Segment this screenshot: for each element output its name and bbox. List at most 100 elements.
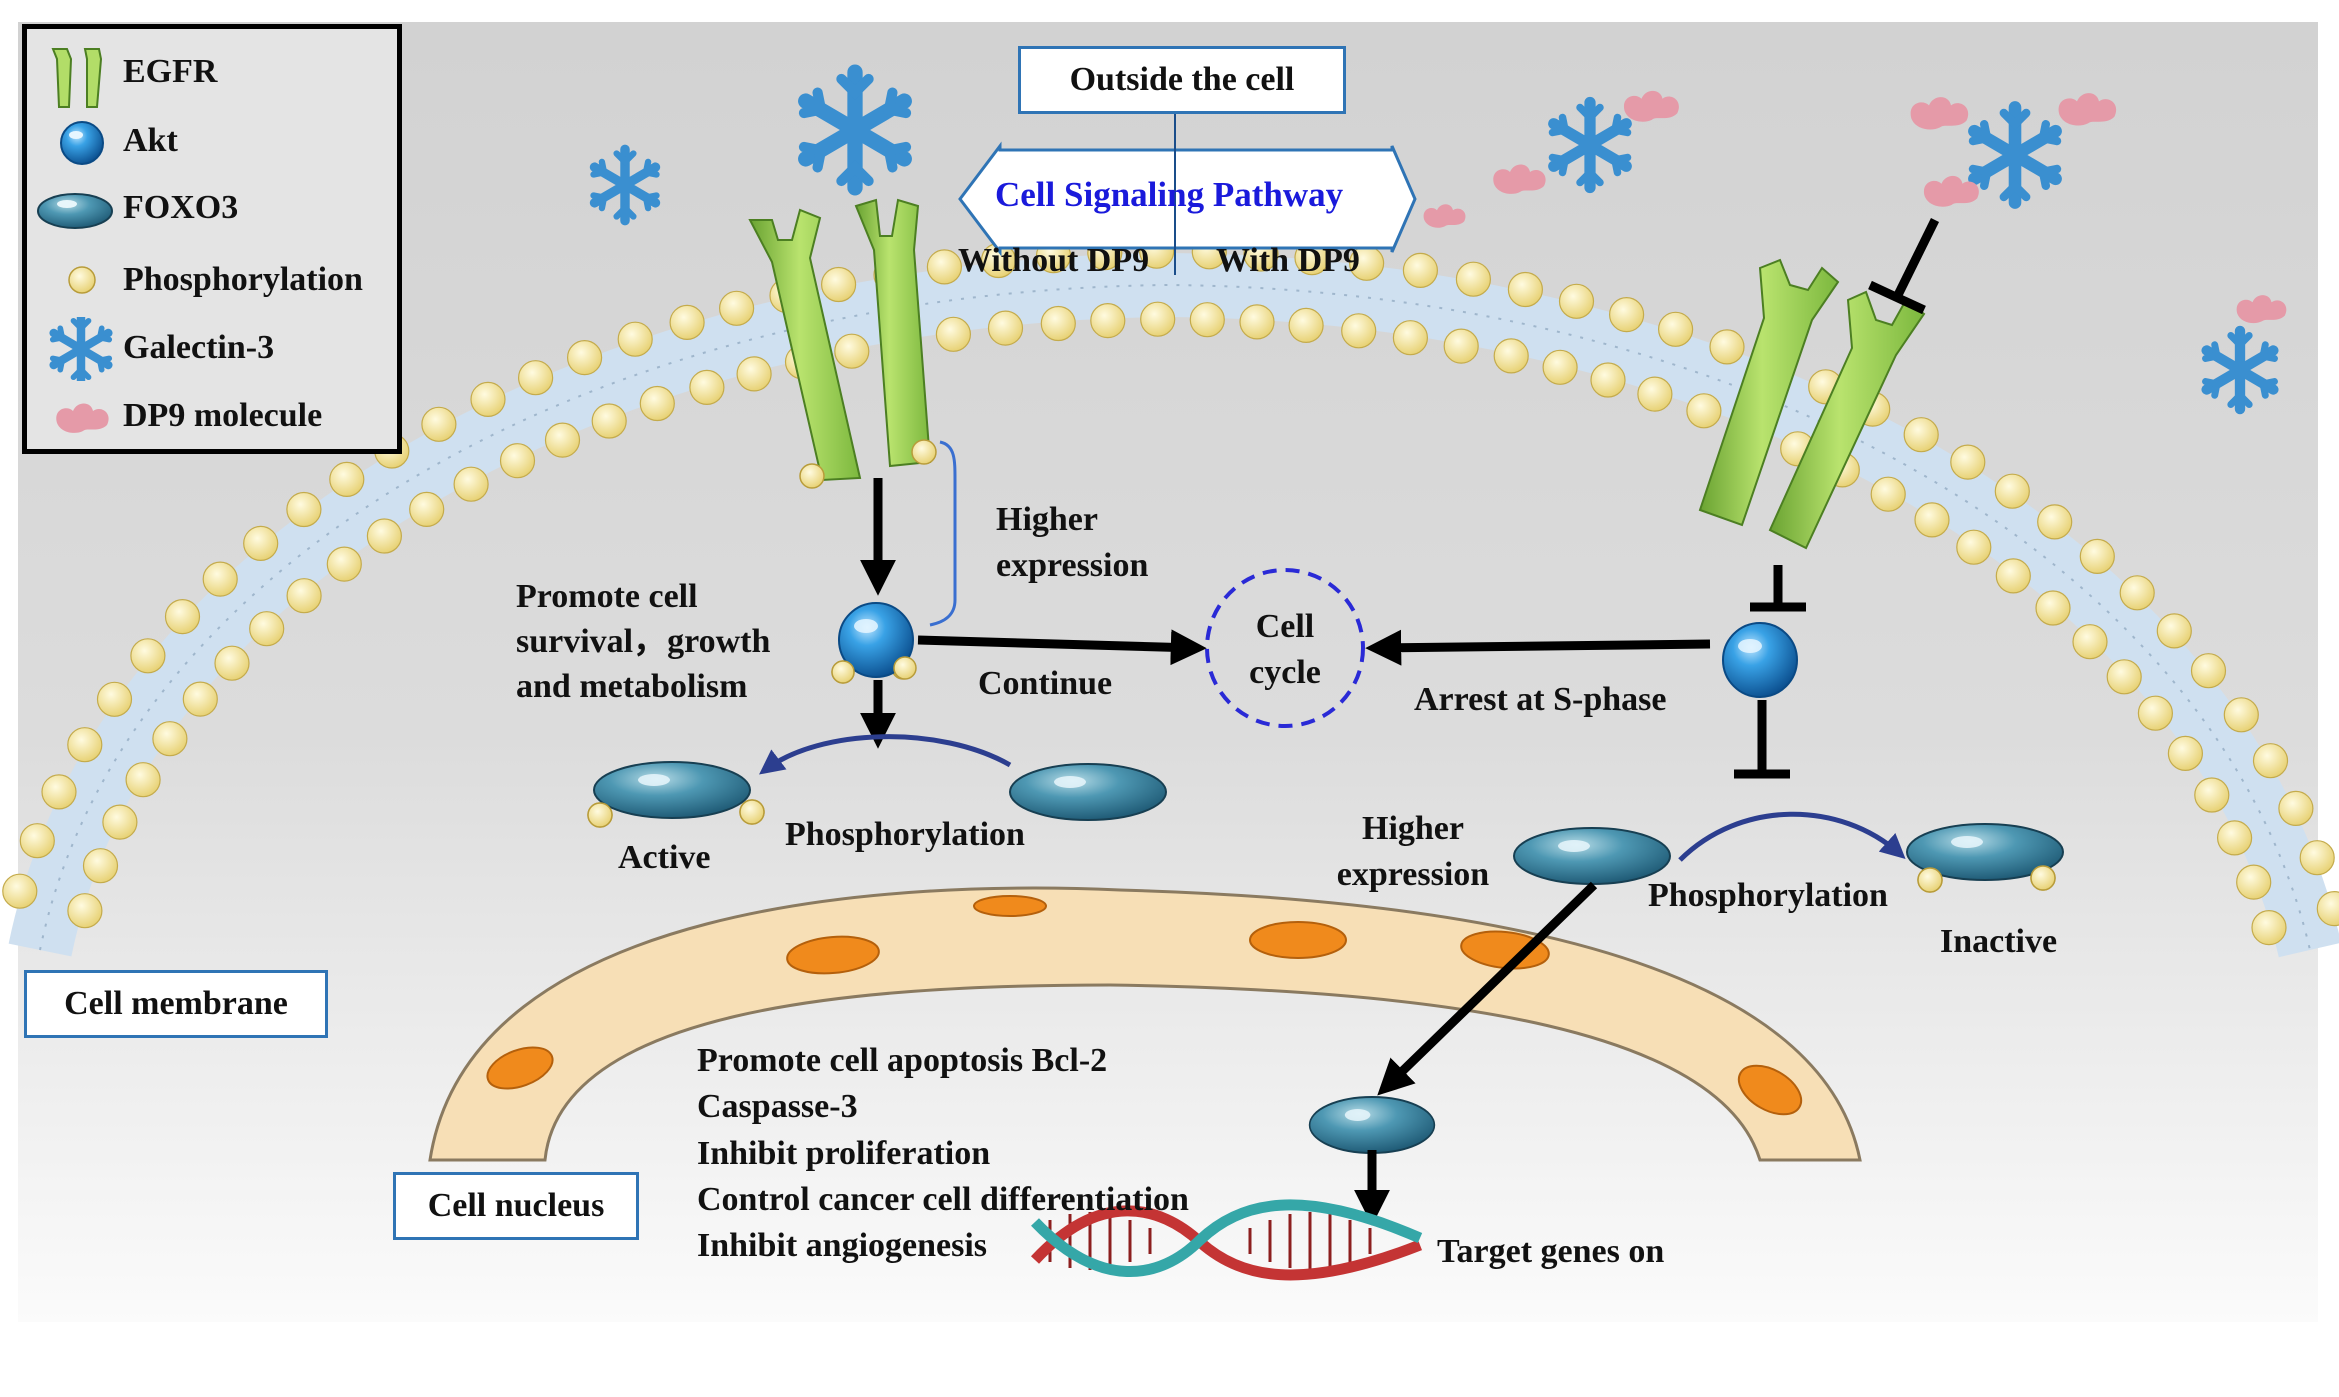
phospholipid-head [2236,864,2272,900]
phospholipid-head [566,340,603,376]
phospholipid-head [689,369,725,405]
with-dp9-label: With DP9 [1216,242,1360,279]
phospholipid-head [1040,305,1076,342]
phospholipid-head [1950,444,1986,480]
phospholipid-head [2299,840,2335,876]
left-higher-expression-label: Higher expression [996,501,1149,584]
legend: EGFR Akt FOXO3 Phosphorylation Galectin-… [22,24,402,454]
phospholipid-head [1956,529,1992,565]
phospholipid-head [1870,476,1906,512]
phospholipid-head [1392,320,1429,356]
foxo3-capsule-icon [37,193,113,229]
phospholipid-head [736,356,772,392]
phospholipid-head [1493,338,1529,374]
phospholipid-head [102,804,138,840]
right-phosphorylation-label: Phosphorylation [1648,877,1888,914]
phospholipid-head [517,360,554,396]
phospholipid-head [2156,613,2192,649]
legend-item-phosphorylation: Phosphorylation [27,251,397,311]
phospholipid-head [820,266,857,303]
phospholipid-head [67,893,103,929]
promote-survival-label: Promote cell survival，growth and metabol… [516,578,771,705]
right-phospho-curve [1678,811,1906,862]
continue-label: Continue [978,665,1113,702]
phospholipid-head [1914,502,1950,538]
phospholipid-head [2167,735,2203,772]
egfr-left-receptor [748,198,932,482]
phospholipid-head [1637,376,1673,412]
phospholipid-head [1542,349,1578,385]
phospholipid-head [366,518,402,554]
without-dp9-label: Without DP9 [958,242,1150,279]
phospholipid-head [1090,303,1126,339]
phospholipid-head [2217,820,2253,856]
phospholipid-head [1341,313,1377,349]
phospholipid-head [987,310,1024,346]
phospholipid-head [926,249,963,285]
phospholipid-head [499,443,536,479]
phospholipid-head [2035,590,2071,626]
phospholipid-head [125,762,161,798]
dna-helix-icon [1030,1199,1423,1281]
phospholipid-head [2,873,38,909]
legend-label: Akt [123,122,178,159]
effect-line-2: Caspasse-3 [697,1088,858,1125]
foxo3-right-high [1513,827,1671,885]
phospholipid-head [1590,362,1626,398]
phospholipid-head [1140,301,1176,337]
left-pathway-arrows [860,478,1207,749]
phospholipid-head [935,316,972,352]
phospholipid-head [2119,575,2155,611]
phospholipid-head [182,681,218,717]
higher-expression-bracket [929,440,957,627]
phospholipid-head [2037,504,2073,540]
effect-line-4: Control cancer cell differentiation [697,1181,1189,1218]
phospholipid-head [1558,283,1595,319]
legend-item-dp9: DP9 molecule [27,387,397,447]
phospholipid-head [1288,307,1324,343]
phospholipid-head [2252,743,2289,779]
phospholipid-head [544,422,581,458]
phospholipid-head [96,681,133,717]
egfr-receptor-icon [51,48,103,108]
legend-item-foxo3: FOXO3 [27,179,397,239]
legend-label: EGFR [123,53,218,90]
phospholipid-head [2072,624,2108,660]
cell-signaling-pathway-label: Cell Signaling Pathway [995,175,1344,214]
legend-label: Galectin-3 [123,329,275,366]
phospholipid-head [453,466,489,502]
legend-item-galectin-3: Galectin-3 [27,319,397,379]
phospholipid-head [1709,329,1745,365]
inactive-label: Inactive [1940,923,2058,960]
cell-nucleus-box: Cell nucleus [393,1172,639,1240]
phospholipid-head [421,406,457,442]
phospholipid-head [130,638,166,674]
effect-line-1: Promote cell apoptosis Bcl-2 [697,1042,1108,1079]
effect-line-5: Inhibit angiogenesis [697,1227,988,1264]
phospholipid-head [67,727,103,763]
phospholipid-head [82,848,119,884]
foxo3-left-phospho [1009,763,1167,821]
phospholipid-head [41,774,77,810]
foxo3-nucleus [1308,1096,1436,1154]
phospholipid-head [2251,909,2287,946]
phospholipid-head [834,333,870,369]
phospholipid-head [2106,659,2142,695]
phospholipid-head [591,403,627,439]
phospholipid-head [1455,261,1492,297]
akt-sphere-icon [60,121,104,165]
phospholipid-head [2190,653,2227,689]
akt-right [1722,622,1798,698]
phospholipid-head [19,823,55,859]
arrest-s-phase-label: Arrest at S-phase [1414,681,1667,718]
phospholipid-head [214,645,250,681]
phospholipid-head [329,461,365,497]
phospholipid-head [1657,311,1694,347]
phospholipid-head [2278,790,2314,827]
phospholipid-head [409,491,445,527]
cell-nucleus-envelope [428,886,1862,1162]
phospholipid-head [2316,891,2339,927]
phospholipid-head [1402,252,1439,288]
phospholipid-head [2079,538,2115,575]
